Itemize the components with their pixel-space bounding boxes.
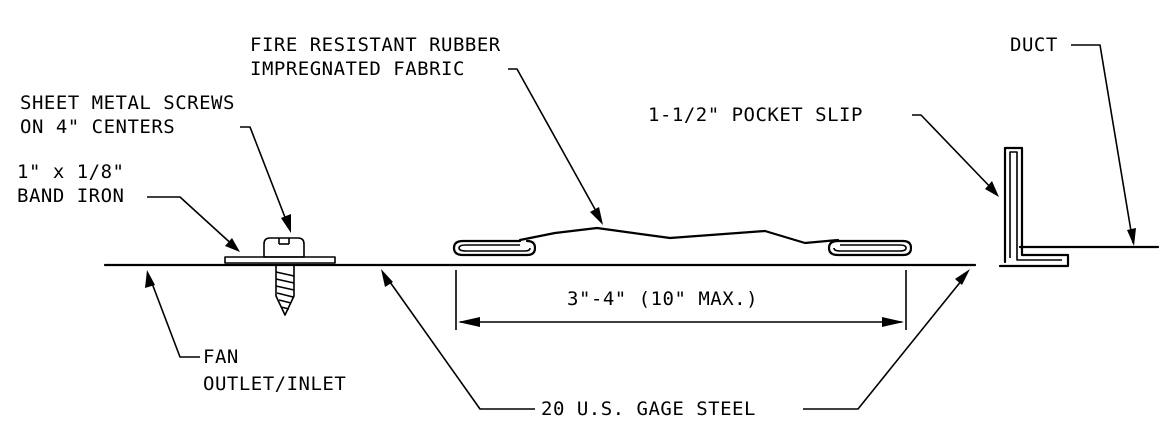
right-fabric-pocket bbox=[827, 239, 913, 257]
fan-label-line1: FAN bbox=[203, 346, 239, 368]
fan-leader-arrow bbox=[145, 270, 155, 288]
fabric-leader bbox=[508, 68, 602, 221]
fan-leader bbox=[149, 277, 200, 358]
steel-label: 20 U.S. GAGE STEEL bbox=[541, 398, 756, 420]
pocket-slip-label: 1-1/2" POCKET SLIP bbox=[648, 104, 863, 126]
band-iron-leader bbox=[147, 196, 237, 249]
screws-label-line2: ON 4" CENTERS bbox=[20, 116, 175, 138]
pocket-slip bbox=[998, 146, 1070, 268]
fan-label-line2: OUTLET/INLET bbox=[203, 373, 346, 395]
duct-leader bbox=[1071, 44, 1134, 244]
band-iron bbox=[224, 256, 336, 264]
fabric-label-line2: IMPREGNATED FABRIC bbox=[250, 58, 465, 80]
pocket-slip-leader bbox=[912, 114, 996, 193]
duct-leader-arrow bbox=[1127, 228, 1136, 246]
dimension-label: 3"-4" (10" MAX.) bbox=[567, 288, 758, 310]
steel-leader-left bbox=[384, 274, 535, 410]
duct-label: DUCT bbox=[1010, 34, 1058, 56]
dimension-arrow-right bbox=[882, 317, 904, 327]
steel-leader-left-arrow bbox=[381, 269, 393, 287]
fabric-label-line1: FIRE RESISTANT RUBBER bbox=[250, 34, 501, 56]
screws-leader bbox=[240, 126, 289, 226]
band-iron-leader-arrow bbox=[225, 238, 240, 252]
dimension-arrow-left bbox=[458, 317, 480, 327]
screws-label-line1: SHEET METAL SCREWS bbox=[20, 92, 235, 114]
screws-leader-arrow bbox=[281, 214, 291, 233]
band-iron-label-line2: BAND IRON bbox=[17, 185, 124, 207]
pocket-slip-leader-arrow bbox=[985, 181, 999, 197]
steel-leader-right bbox=[803, 274, 967, 410]
fabric-leader-arrow bbox=[590, 207, 603, 225]
band-iron-label-line1: 1" x 1/8" bbox=[17, 161, 124, 183]
steel-leader-right-arrow bbox=[955, 269, 970, 285]
left-fabric-pocket bbox=[452, 239, 537, 257]
rubber-fabric bbox=[518, 226, 840, 245]
sheet-metal-screw bbox=[263, 237, 305, 316]
